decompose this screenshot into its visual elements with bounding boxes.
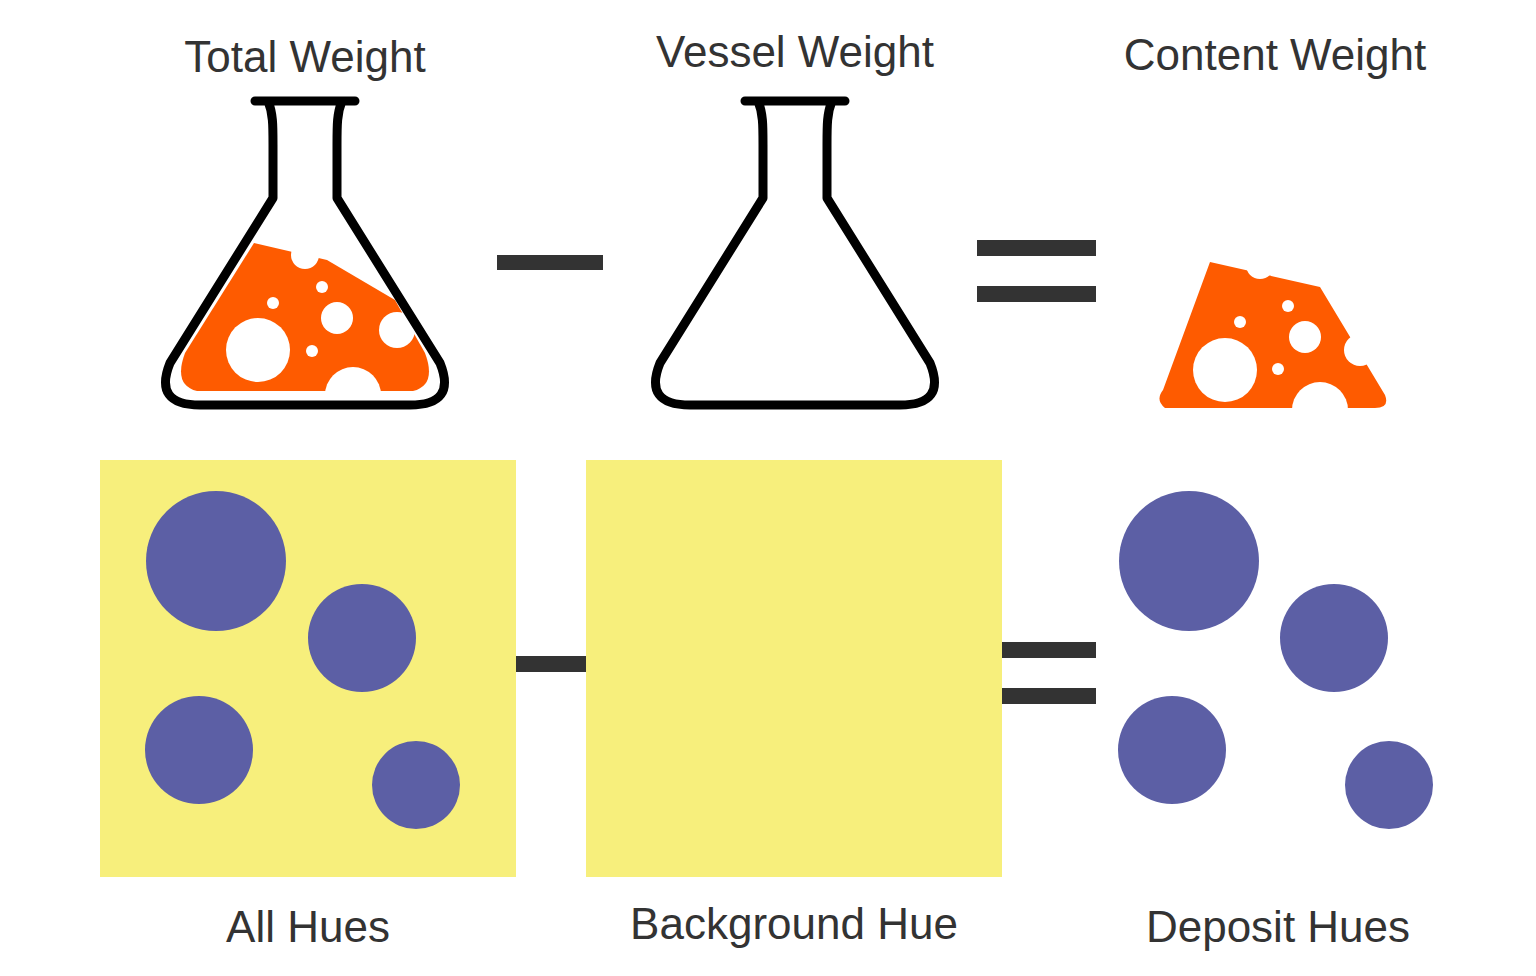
cheese-piece: Content Weight: [1145, 250, 1405, 420]
hue-square: Background Hue: [586, 460, 1002, 877]
empty-flask: Vessel Weight: [645, 95, 945, 415]
cheese-wedge: [1159, 262, 1386, 408]
cheese-piece-shape: [1145, 250, 1405, 420]
bubble: [267, 297, 279, 309]
caption-text: Content Weight: [995, 33, 1536, 77]
cheese-hole: [1246, 251, 1274, 279]
bubble: [291, 241, 319, 269]
bubble: [325, 367, 381, 423]
empty-flask-shape: [645, 95, 945, 415]
caption-text: Deposit Hues: [1078, 905, 1478, 949]
deposit-circle: [1280, 584, 1388, 692]
deposit-circle: [308, 584, 416, 692]
background-square: [586, 460, 1002, 877]
bubble: [226, 318, 290, 382]
cheese-hole: [1282, 300, 1294, 312]
deposit-circles: [1118, 491, 1433, 829]
minus-sign: [497, 255, 603, 270]
cheese-hole: [1234, 316, 1246, 328]
equals-bar: [977, 240, 1096, 256]
deposit-circle: [1345, 741, 1433, 829]
deposit-circle: [372, 741, 460, 829]
caption-text: Vessel Weight: [495, 30, 1095, 74]
caption-text: Total Weight: [5, 35, 605, 79]
full-flask-shape: [155, 95, 455, 415]
hue-square: All Hues: [100, 460, 516, 877]
hue-square-shape: [586, 460, 1002, 877]
cheese-hole: [1193, 338, 1257, 402]
deposit-circle: [1119, 491, 1259, 631]
hue-square-shape: [100, 460, 516, 877]
cheese-hole: [1272, 363, 1284, 375]
cheese-hole: [1344, 334, 1376, 366]
deposit-circle: [1118, 696, 1226, 804]
flask-outline: [655, 101, 934, 405]
deposit-circle: [145, 696, 253, 804]
bubble: [321, 302, 353, 334]
full-flask: Total Weight: [155, 95, 455, 415]
bubble: [306, 345, 318, 357]
background-square: [100, 460, 516, 877]
flask-fill: [655, 145, 934, 405]
flask-outline: [165, 101, 444, 405]
bubble: [316, 281, 328, 293]
cheese-hole: [1292, 382, 1348, 438]
equals-bar: [977, 286, 1096, 302]
deposit-circle: [146, 491, 286, 631]
cheese-hole: [1289, 321, 1321, 353]
caption-text: All Hues: [0, 905, 666, 949]
caption-text: Background Hue: [436, 902, 1152, 946]
